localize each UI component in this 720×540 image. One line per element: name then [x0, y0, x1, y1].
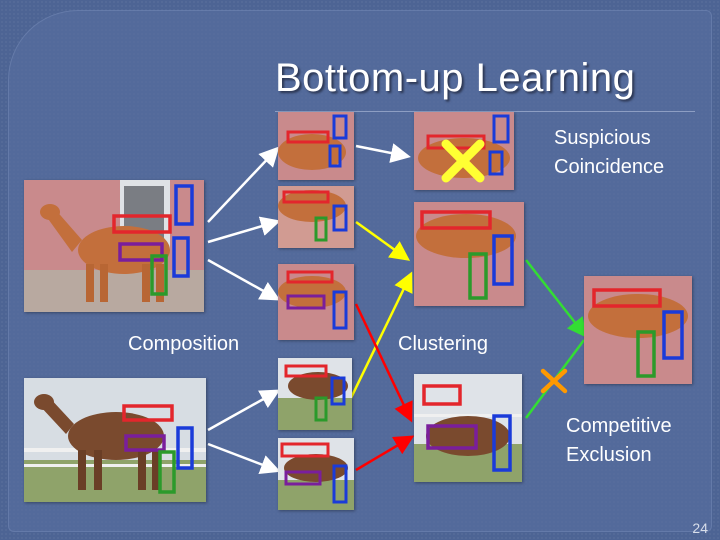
page-number: 24	[692, 520, 708, 536]
part-crop-4	[278, 358, 352, 430]
horse-image-large-top	[24, 180, 204, 312]
arrow-red-1	[354, 303, 413, 423]
exclusion-cross-icon	[540, 368, 568, 394]
arrow-compose-4	[207, 389, 281, 432]
arrow-green-1	[525, 259, 588, 338]
label-clustering: Clustering	[398, 333, 489, 355]
title-divider	[275, 111, 695, 112]
arrow-compose-5	[207, 442, 281, 474]
label-suspicious-coincidence: Suspicious Coincidence	[554, 127, 665, 178]
horse-image-large-bottom	[24, 378, 206, 502]
arrow-compose-2	[207, 216, 281, 244]
part-crop-3	[278, 264, 354, 340]
part-crop-5	[278, 438, 354, 510]
part-crop-2	[278, 186, 354, 248]
arrow-coincidence	[355, 143, 411, 163]
rejection-cross-icon	[441, 139, 485, 183]
slide-title: Bottom-up Learning	[275, 56, 636, 100]
arrow-compose-1	[207, 146, 280, 223]
arrow-cluster-1	[355, 220, 411, 261]
label-composition: Composition	[128, 333, 240, 355]
cluster-crop-top	[414, 202, 524, 306]
cluster-crop-bottom	[414, 374, 522, 482]
arrow-red-2	[355, 435, 415, 472]
arrow-cluster-2	[348, 271, 413, 401]
arrow-compose-3	[207, 258, 281, 301]
part-crop-1	[278, 112, 354, 180]
label-competitive-exclusion: Competitive Exclusion	[566, 415, 672, 466]
result-crop	[584, 276, 692, 384]
